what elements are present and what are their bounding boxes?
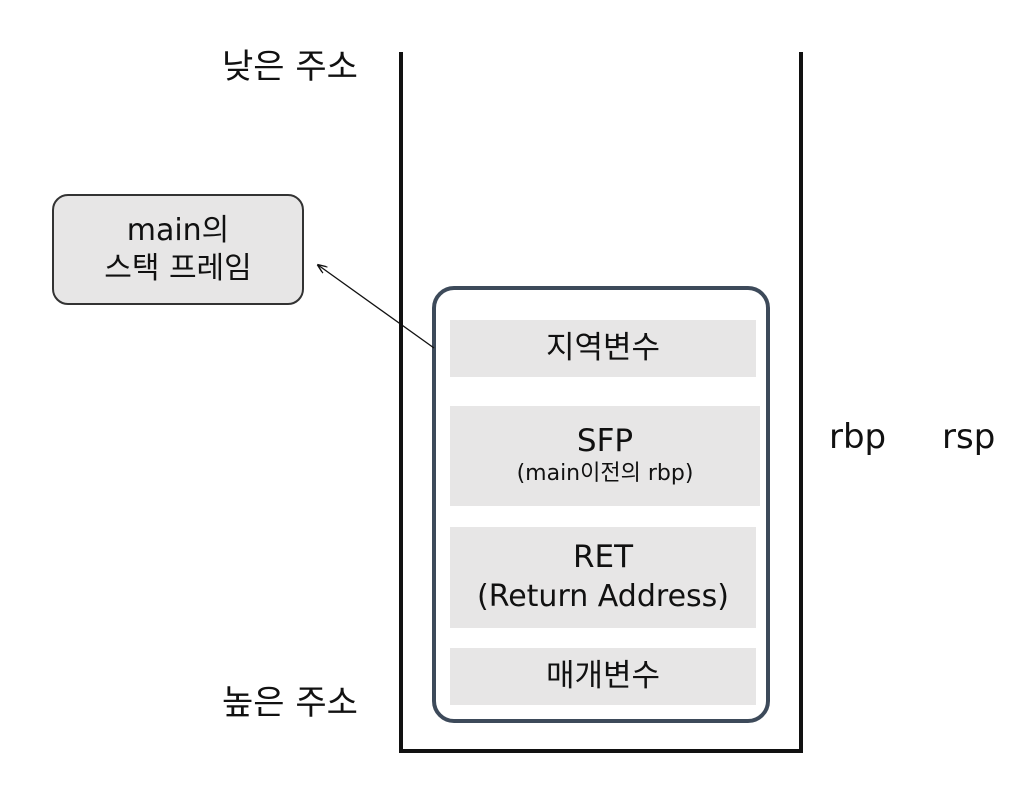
local-variables-label: 지역변수 <box>545 329 661 366</box>
ret-label: RET <box>572 539 634 576</box>
main-stack-frame <box>432 286 770 723</box>
sfp-description: (main이전의 rbp) <box>516 461 694 487</box>
rbp-label: rbp <box>829 417 887 457</box>
callout-line-1: main의 <box>126 213 230 248</box>
ret-block: RET (Return Address) <box>450 527 756 628</box>
stack-container <box>399 52 803 753</box>
local-variables-block: 지역변수 <box>450 320 756 377</box>
sfp-block: SFP (main이전의 rbp) <box>450 406 760 506</box>
callout-line-2: 스택 프레임 <box>104 250 252 286</box>
high-address-label: 높은 주소 <box>222 683 358 723</box>
sfp-label: SFP <box>576 423 634 460</box>
parameters-label: 매개변수 <box>545 657 661 694</box>
ret-description: (Return Address) <box>477 578 729 614</box>
low-address-label: 낮은 주소 <box>222 47 358 87</box>
rsp-label: rsp <box>942 417 996 457</box>
main-frame-callout: main의 스택 프레임 <box>52 194 304 305</box>
parameters-block: 매개변수 <box>450 648 756 705</box>
